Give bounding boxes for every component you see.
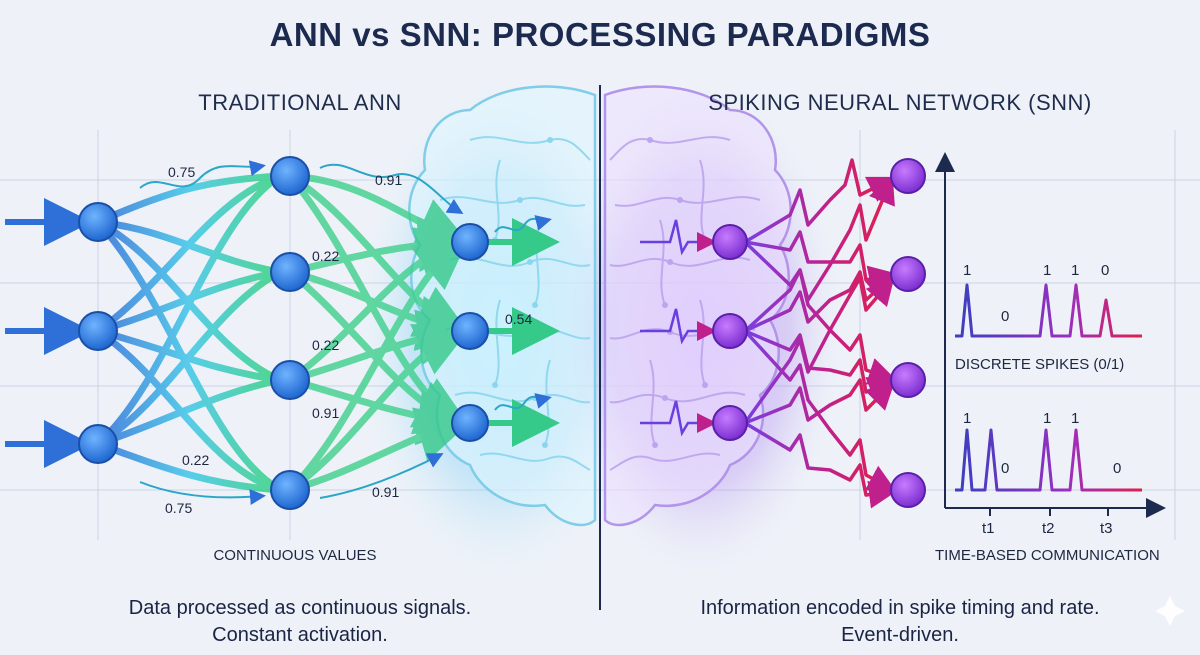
snn-input-node [712,224,748,260]
ann-description-line: Data processed as continuous signals. [128,597,472,619]
ann-input-node [78,202,118,242]
sparkle-icon [1155,596,1185,626]
spike-time-axes [935,152,1166,518]
spike-value-label: 1 [1043,410,1052,427]
ann-nodes [78,156,489,510]
ann-hidden-node [270,156,310,196]
ann-input-hidden-edges [94,172,284,494]
ann-weight-label: 0.54 [505,311,533,327]
ann-input-node [78,424,118,464]
ann-weight-label: 0.91 [375,172,403,188]
spike-value-label: 0 [1001,460,1010,477]
snn-input-node [712,405,748,441]
ann-description: Data processed as continuous signals. Co… [40,595,560,649]
ann-hidden-node [270,360,310,400]
ann-input-arrows [5,198,92,468]
snn-input-spikes [640,219,717,437]
spike-value-label: 1 [1071,410,1080,427]
snn-subtitle: SPIKING NEURAL NETWORK (SNN) [708,90,1092,115]
snn-description: Information encoded in spike timing and … [640,595,1160,649]
ann-weight-label: 0.22 [312,248,340,264]
ann-weight-label: 0.22 [182,452,210,468]
snn-nodes [712,158,926,508]
spike-value-label: 1 [1071,262,1080,279]
ann-signal-waves [139,160,552,505]
ann-weight-label: 0.22 [312,337,340,353]
ann-weight-label: 0.91 [312,405,340,421]
time-tick-label: t3 [1100,520,1113,537]
snn-edges [743,158,897,509]
ann-hidden-node [270,252,310,292]
snn-output-node [890,256,926,292]
snn-input-node [712,313,748,349]
ann-weight-label: 0.75 [165,500,193,516]
ann-subtitle: TRADITIONAL ANN [198,90,402,115]
snn-output-node [890,362,926,398]
ann-output-arrows [482,218,560,447]
ann-output-node [451,312,489,350]
spike-value-label: 1 [963,262,972,279]
snn-spikes-caption: DISCRETE SPIKES (0/1) [955,356,1125,373]
ann-hidden-output-edges [286,172,474,494]
snn-output-node [890,158,926,194]
page-title: ANN vs SNN: PROCESSING PARADIGMS [269,16,931,53]
ann-caption: CONTINUOUS VALUES [213,547,377,564]
ann-output-node [451,223,489,261]
spike-traces [955,283,1142,492]
ann-weight-label: 0.75 [168,164,196,180]
snn-description-line: Event-driven. [841,624,959,646]
snn-output-node [890,472,926,508]
time-tick-label: t1 [982,520,995,537]
spike-value-label: 1 [1043,262,1052,279]
snn-time-caption: TIME-BASED COMMUNICATION [935,547,1160,564]
ann-weight-label: 0.91 [372,484,400,500]
ann-output-node [451,404,489,442]
spike-value-label: 0 [1113,460,1122,477]
ann-hidden-node [270,470,310,510]
ann-description-line: Constant activation. [212,624,388,646]
spike-value-label: 1 [963,410,972,427]
spike-value-label: 0 [1101,262,1110,279]
spike-value-label: 0 [1001,308,1010,325]
ann-input-node [78,311,118,351]
snn-description-line: Information encoded in spike timing and … [700,597,1100,619]
time-tick-label: t2 [1042,520,1055,537]
